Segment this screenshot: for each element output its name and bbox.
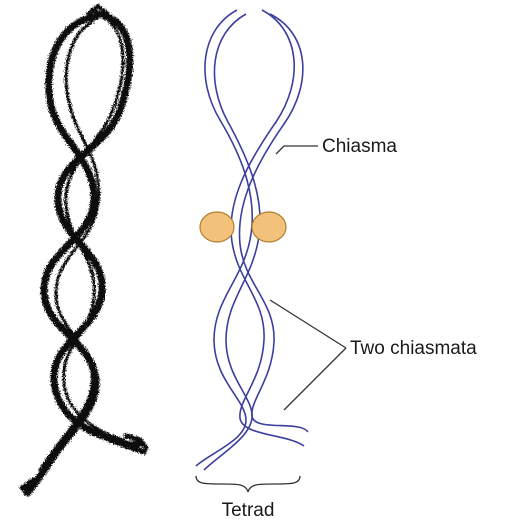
tetrad-label: Tetrad bbox=[222, 500, 275, 521]
centromeres bbox=[200, 212, 286, 242]
two-chiasmata-leader-upper bbox=[270, 300, 346, 348]
leader-lines bbox=[270, 146, 346, 410]
centromere-left bbox=[200, 212, 234, 242]
tetrad-bracket bbox=[196, 476, 300, 492]
chiasma-label: Chiasma bbox=[322, 136, 397, 157]
centromere-right bbox=[252, 212, 286, 242]
two-chiasmata-label: Two chiasmata bbox=[350, 338, 477, 359]
chiasma-leader-line bbox=[276, 146, 318, 154]
micrograph-tetrad bbox=[22, 6, 146, 494]
two-chiasmata-leader-lower bbox=[284, 348, 346, 410]
